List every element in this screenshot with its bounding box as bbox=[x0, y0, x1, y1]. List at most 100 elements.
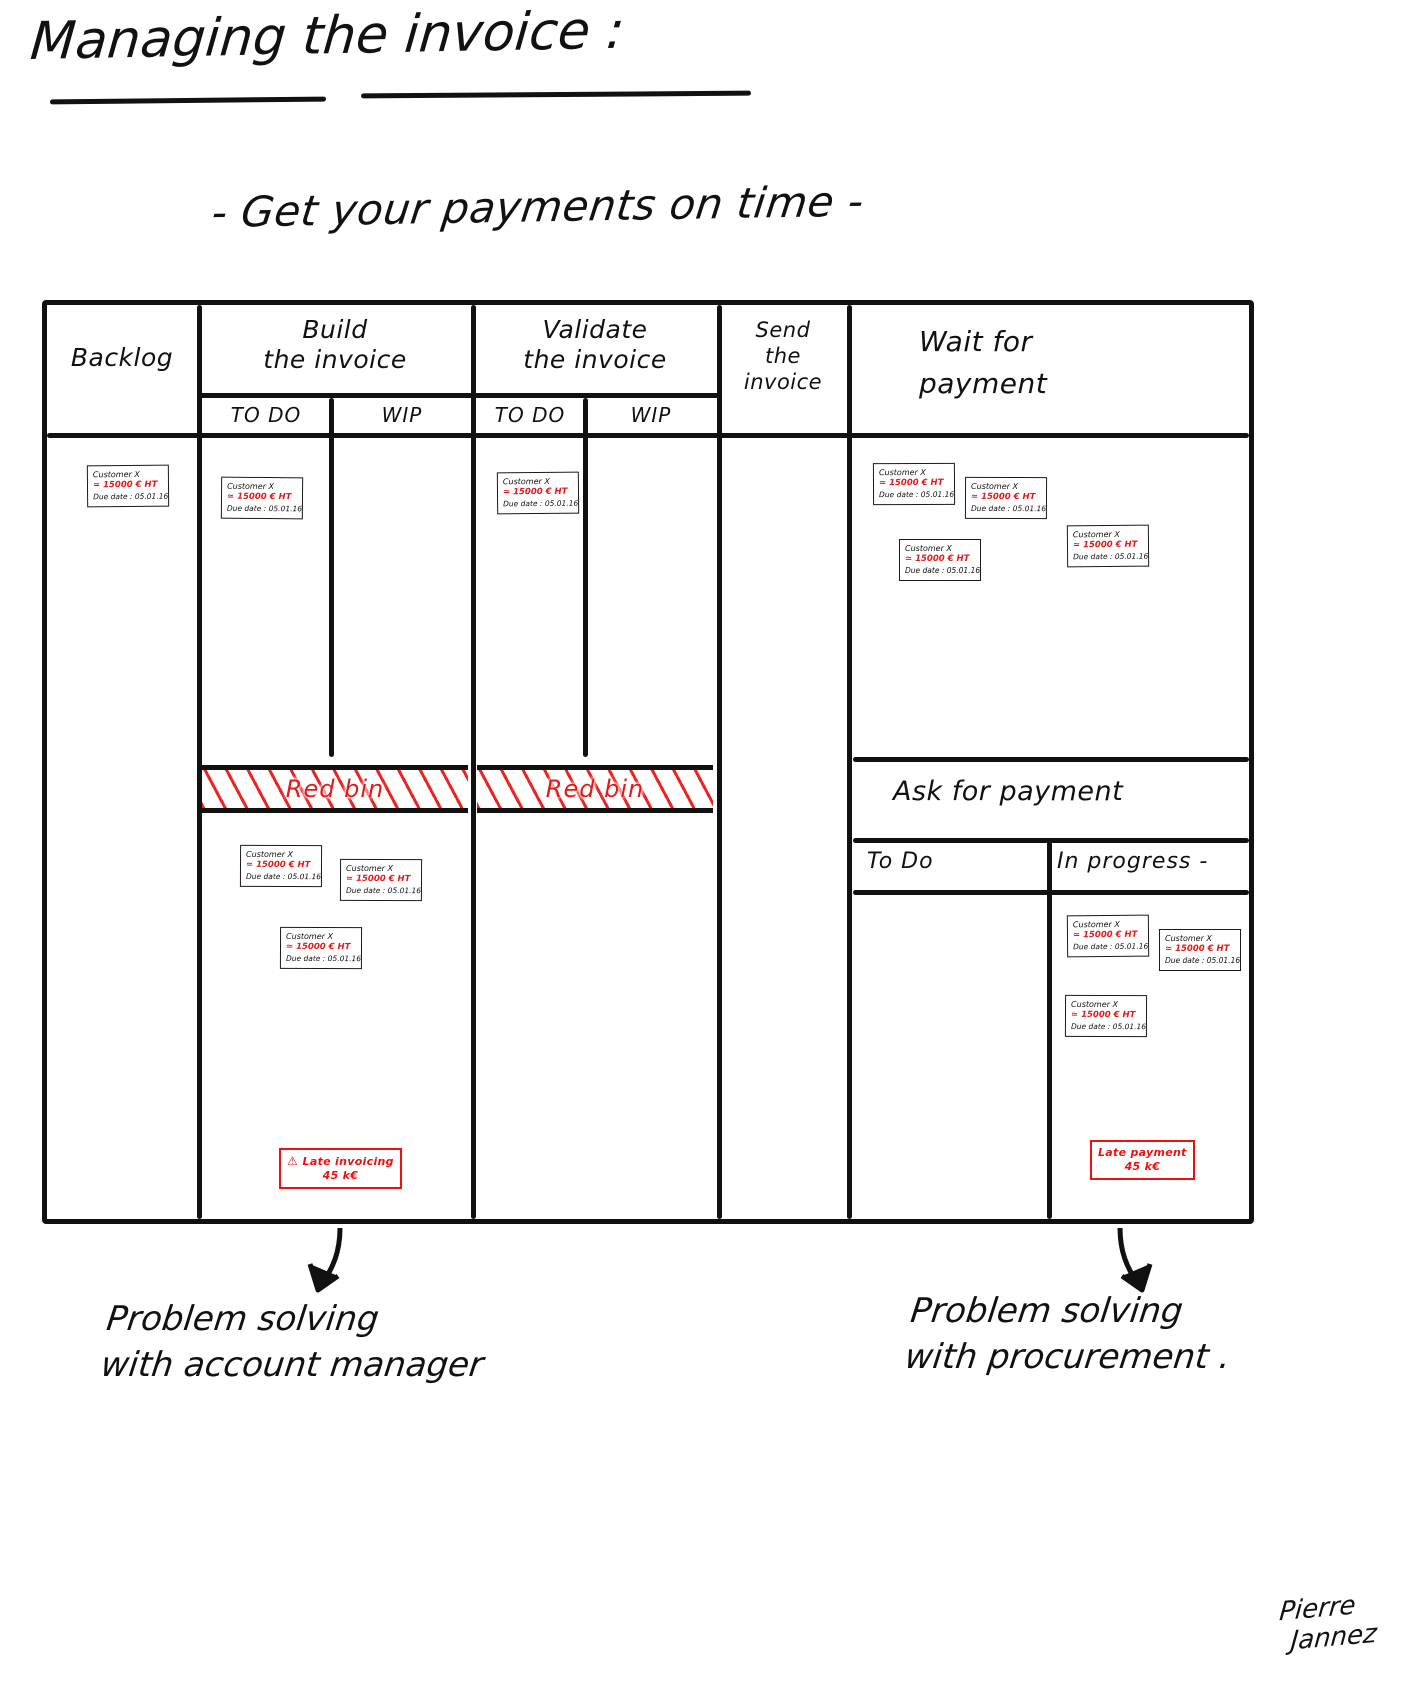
footer-note-right-line1: Problem solving bbox=[908, 1291, 1186, 1331]
footer-note-right: Problem solving with procurement . bbox=[902, 1288, 1238, 1380]
column-header-send-line3: invoice bbox=[743, 370, 823, 394]
subcolumn-header-validate-wip: WIP bbox=[630, 403, 672, 427]
invoice-card-due-date: Due date : 05.01.16 bbox=[905, 566, 981, 575]
invoice-card[interactable]: Customer X≃ 15000 € HT Due date : 05.01.1… bbox=[1159, 929, 1241, 971]
column-header-validate-line2: the invoice bbox=[523, 345, 667, 374]
invoice-card-amount: ≃ 15000 € HT bbox=[1072, 539, 1138, 551]
red-bin-build: Red bin bbox=[202, 765, 468, 813]
divider-validate-todo-wip bbox=[583, 398, 588, 757]
title-underline-right bbox=[360, 90, 752, 99]
footer-note-left-line1: Problem solving bbox=[104, 1299, 382, 1339]
alert-late-payment-line2: 45 k€ bbox=[1124, 1160, 1161, 1173]
invoice-card-customer: Customer X bbox=[227, 481, 275, 492]
invoice-card-due-date: Due date : 05.01.16 bbox=[93, 491, 169, 502]
alert-late-invoicing-line1: ⚠ Late invoicing bbox=[287, 1154, 394, 1168]
subcolumn-header-validate-todo: TO DO bbox=[494, 403, 566, 427]
subcolumn-header-build-todo: TO DO bbox=[230, 403, 302, 427]
invoice-card-amount: ≃ 15000 € HT bbox=[878, 477, 944, 489]
warning-triangle-icon: ⚠ bbox=[287, 1154, 303, 1168]
divider-send-wait bbox=[847, 305, 852, 1219]
invoice-card-customer: Customer X bbox=[1071, 999, 1118, 1010]
footer-note-right-line2: with procurement . bbox=[902, 1337, 1233, 1377]
rule-ask-subheader-bottom bbox=[853, 890, 1249, 895]
red-bin-build-label: Red bin bbox=[285, 775, 385, 803]
divider-backlog-build bbox=[197, 305, 202, 1219]
column-header-send: Send the invoice bbox=[723, 317, 843, 395]
column-header-wait-line2: payment bbox=[919, 367, 1048, 400]
invoice-card-due-date: Due date : 05.01.16 bbox=[879, 489, 955, 500]
ask-for-payment-header: Ask for payment bbox=[893, 776, 1124, 807]
invoice-card-due-date: Due date : 05.01.16 bbox=[245, 871, 322, 882]
ask-subheader-todo: To Do bbox=[867, 849, 934, 874]
page-title: Managing the invoice : bbox=[28, 0, 627, 73]
invoice-card-due-date: Due date : 05.01.16 bbox=[503, 498, 579, 509]
column-header-build: Build the invoice bbox=[202, 315, 468, 375]
invoice-card-due-date: Due date : 05.01.16 bbox=[1073, 941, 1149, 952]
column-header-send-line1: Send bbox=[755, 318, 811, 342]
footer-note-left-line2: with account manager bbox=[98, 1345, 486, 1385]
arrow-left bbox=[307, 1228, 343, 1293]
invoice-card-customer: Customer X bbox=[878, 467, 926, 478]
invoice-card-amount: ≃ 15000 € HT bbox=[1072, 929, 1138, 941]
red-bin-validate: Red bin bbox=[477, 765, 713, 813]
invoice-card-amount: ≃ 15000 € HT bbox=[502, 486, 568, 498]
column-header-backlog-label: Backlog bbox=[70, 343, 174, 372]
invoice-card-amount: ≃ 15000 € HT bbox=[1070, 1009, 1136, 1021]
divider-build-validate bbox=[471, 305, 476, 1219]
invoice-card-due-date: Due date : 05.01.16 bbox=[1073, 551, 1149, 562]
alert-late-payment-line1: Late payment bbox=[1098, 1146, 1187, 1159]
divider-ask-todo-inprogress bbox=[1047, 838, 1052, 1219]
invoice-card-customer: Customer X bbox=[346, 863, 393, 874]
page-title-block: Managing the invoice : bbox=[28, 1, 848, 115]
invoice-card-customer: Customer X bbox=[1165, 934, 1212, 943]
invoice-card-amount: ≃ 15000 € HT bbox=[345, 873, 411, 885]
invoice-card-amount: ≃ 15000 € HT bbox=[1165, 944, 1230, 954]
invoice-card-due-date: Due date : 05.01.16 bbox=[226, 503, 303, 514]
invoice-card-amount: ≃ 15000 € HT bbox=[970, 491, 1036, 503]
divider-build-todo-wip bbox=[329, 398, 334, 757]
rule-subheader-top bbox=[197, 393, 719, 398]
rule-header-bottom bbox=[47, 433, 1249, 438]
invoice-card-customer: Customer X bbox=[1072, 529, 1120, 540]
alert-late-invoicing-line2: 45 k€ bbox=[322, 1169, 359, 1182]
invoice-card-due-date: Due date : 05.01.16 bbox=[345, 885, 422, 896]
divider-validate-send bbox=[717, 305, 722, 1219]
invoice-card-customer: Customer X bbox=[905, 544, 952, 553]
invoice-card-due-date: Due date : 05.01.16 bbox=[285, 953, 362, 964]
column-header-wait-line1: Wait for bbox=[919, 325, 1033, 358]
invoice-card-due-date: Due date : 05.01.16 bbox=[1165, 956, 1241, 965]
column-header-validate-line1: Validate bbox=[542, 315, 648, 344]
invoice-card-amount: ≃ 15000 € HT bbox=[285, 941, 351, 953]
invoice-card-customer: Customer X bbox=[92, 469, 140, 480]
invoice-card[interactable]: Customer X≃ 15000 € HT Due date : 05.01.1… bbox=[899, 539, 981, 581]
column-header-build-line2: the invoice bbox=[263, 345, 407, 374]
ask-subheader-inprogress: In progress - bbox=[1057, 849, 1209, 874]
column-header-validate: Validate the invoice bbox=[477, 315, 713, 375]
subtitle-block: - Get your payments on time - bbox=[209, 177, 1032, 237]
arrow-right bbox=[1117, 1228, 1153, 1293]
invoice-card-amount: ≃ 15000 € HT bbox=[905, 554, 970, 564]
invoice-card-amount: ≃ 15000 € HT bbox=[226, 491, 292, 503]
kanban-board: Backlog Build the invoice Validate the i… bbox=[42, 300, 1254, 1224]
invoice-card-amount: ≃ 15000 € HT bbox=[245, 859, 311, 871]
column-header-wait: Wait for payment bbox=[853, 321, 1253, 405]
invoice-card-customer: Customer X bbox=[502, 476, 550, 487]
title-underline-left bbox=[49, 96, 327, 105]
subcolumn-header-build-wip: WIP bbox=[381, 403, 423, 427]
invoice-card-customer: Customer X bbox=[286, 931, 333, 942]
page-subtitle: - Get your payments on time - bbox=[208, 176, 867, 237]
invoice-card-customer: Customer X bbox=[246, 849, 293, 860]
